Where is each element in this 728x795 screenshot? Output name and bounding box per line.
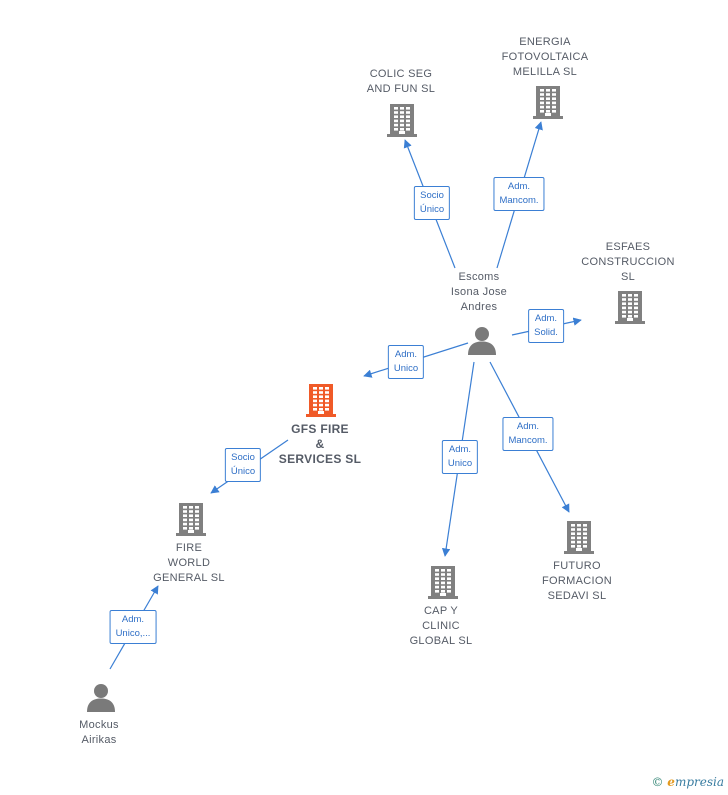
person-icon-mockus[interactable] [86,682,116,717]
edge-label-line: Solid. [534,327,558,338]
node-label-line: Airikas [81,734,117,746]
edge-label-line: Adm. [516,421,540,432]
node-label-line: SEDAVI SL [547,590,607,602]
node-label-gfs[interactable]: GFS FIRE&SERVICES SL [255,422,385,467]
building-icon-fire[interactable] [176,502,206,541]
node-label-line: CONSTRUCCION [581,256,675,268]
edge-label-line: Adm. [534,313,558,324]
node-label-futuro[interactable]: FUTURO FORMACION SEDAVI SL [512,559,642,604]
node-label-fire[interactable]: FIRE WORLD GENERAL SL [124,541,254,586]
edge-label-line: Mancom. [499,195,539,206]
node-label-line: FOTOVOLTAICA [501,51,589,63]
node-label-line: GENERAL SL [153,572,225,584]
edge-label-line: Unico [447,458,473,469]
node-label-line: ESFAES [605,241,651,253]
node-label-line: Mockus [79,719,119,731]
building-icon-futuro[interactable] [564,520,594,559]
node-label-line: Andres [460,301,498,313]
node-label-line: AND FUN SL [366,83,436,95]
node-label-line: FORMACION [542,575,612,587]
node-label-line: CAP Y [423,605,459,617]
edge-label-line: Adm. [507,181,531,192]
node-label-line: WORLD [167,557,211,569]
node-label-colic[interactable]: COLIC SEG AND FUN SL [336,67,466,97]
node-label-line: COLIC SEG [369,68,433,80]
edge-label-line: Adm. [448,444,472,455]
building-icon-energia[interactable] [533,85,563,124]
node-label-line: ENERGIA [519,36,571,48]
edge-label-line: Socio [231,452,255,463]
edge-label-line: Único [230,466,256,477]
edge-label-line: Unico [393,363,419,374]
footer-brand[interactable]: © empresia [651,775,724,789]
edge-label-line: Unico,... [115,628,151,639]
edge-label-escoms-to-esfaes[interactable]: Adm. Solid. [528,309,564,343]
edge-label-escoms-to-gfs[interactable]: Adm. Unico [387,345,425,379]
edge-label-escoms-to-futuro[interactable]: Adm. Mancom. [502,417,554,451]
edge-label-line: Adm. [394,349,418,360]
node-label-line: FUTURO [553,560,601,572]
building-icon-cap[interactable] [428,565,458,604]
edge-label-escoms-to-energia[interactable]: Adm. Mancom. [493,177,545,211]
edge-label-line: Mancom. [508,435,548,446]
person-icon-escoms[interactable] [467,325,497,360]
node-label-line: Escoms [458,271,500,283]
node-label-line: SL [620,271,636,283]
node-label-line: FIRE [175,542,203,554]
node-label-line: & [315,437,325,451]
edge-label-line: Único [419,204,445,215]
node-label-line: GFS FIRE [291,422,349,436]
edge-label-line: Socio [420,190,444,201]
brand-initial: e [667,775,675,789]
edge-label-escoms-to-cap[interactable]: Adm. Unico [441,440,479,474]
node-label-line: GLOBAL SL [409,635,473,647]
edge-label-line: Adm. [121,614,145,625]
node-label-line: CLINIC [422,620,460,632]
node-label-line: Isona Jose [450,286,508,298]
edge-label-mockus-to-fire[interactable]: Adm. Unico,... [109,610,157,644]
node-label-line: SERVICES SL [278,452,362,466]
brand-name: mpresia [674,775,724,789]
building-icon-gfs[interactable] [306,383,336,422]
node-label-esfaes[interactable]: ESFAES CONSTRUCCION SL [563,240,693,285]
node-label-cap[interactable]: CAP Y CLINIC GLOBAL SL [376,604,506,649]
building-icon-esfaes[interactable] [615,290,645,329]
building-icon-colic[interactable] [387,103,417,142]
node-label-energia[interactable]: ENERGIA FOTOVOLTAICA MELILLA SL [480,35,610,80]
node-label-line: MELILLA SL [512,66,578,78]
copyright-symbol: © [651,775,664,789]
